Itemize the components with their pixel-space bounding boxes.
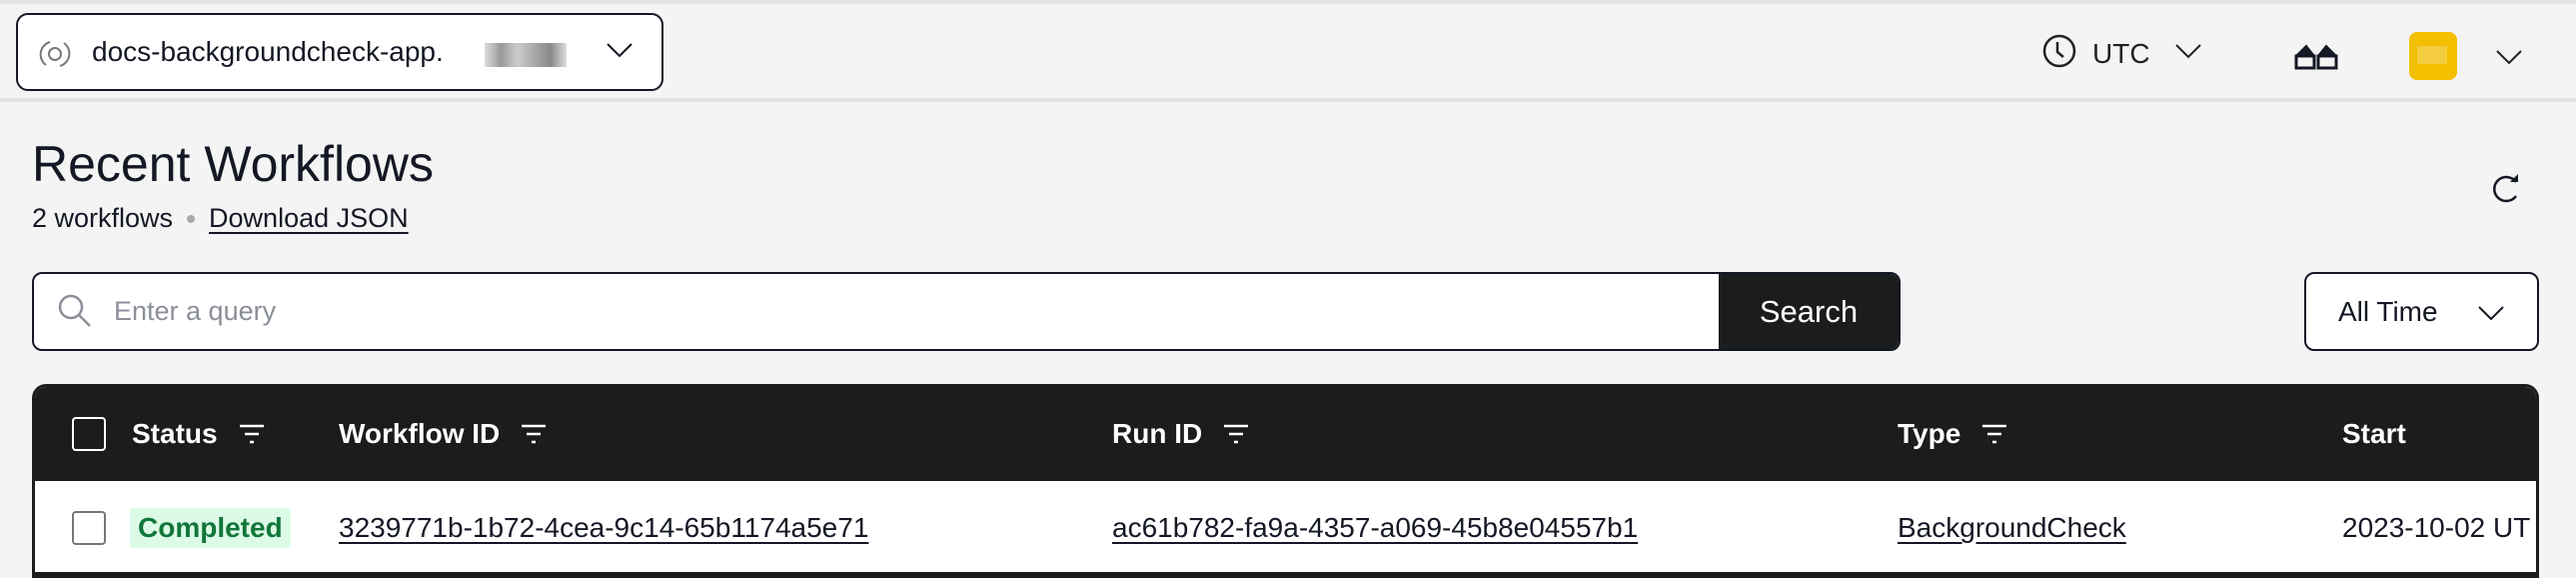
timezone-label: UTC: [2092, 37, 2150, 69]
header-type: Type: [1898, 418, 1961, 449]
search-button[interactable]: Search: [1719, 274, 1899, 349]
chevron-down-icon: [606, 41, 634, 64]
filter-icon[interactable]: [520, 422, 548, 446]
header-run-id: Run ID: [1112, 418, 1203, 449]
chevron-down-icon: [2174, 42, 2202, 65]
filter-icon[interactable]: [1222, 422, 1250, 446]
search-input[interactable]: [114, 274, 1713, 349]
status-badge: Completed: [130, 508, 291, 548]
run-id-link[interactable]: ac61b782-fa9a-4357-a069-45b8e04557b1: [1112, 512, 1639, 543]
download-json-link[interactable]: Download JSON: [209, 203, 409, 233]
table-row[interactable]: Completed 3239771b-1b72-4cea-9c14-65b117…: [35, 481, 2536, 575]
time-range-select[interactable]: All Time: [2304, 272, 2539, 351]
page-title: Recent Workflows: [32, 136, 434, 192]
data-encoder-glasses-icon[interactable]: [2294, 44, 2338, 75]
avatar[interactable]: [2409, 32, 2457, 80]
search-icon: [56, 292, 94, 335]
workflows-table: Status Workflow ID Run ID Type Start Com…: [32, 384, 2539, 578]
namespace-name: docs-backgroundcheck-app.: [92, 36, 444, 67]
filter-icon[interactable]: [238, 422, 266, 446]
filter-icon[interactable]: [1980, 422, 2008, 446]
header-status: Status: [132, 418, 218, 449]
namespace-icon: [36, 35, 74, 78]
chevron-down-icon: [2478, 306, 2504, 321]
time-range-label: All Time: [2338, 295, 2438, 327]
select-all-checkbox[interactable]: [72, 417, 106, 451]
clock-icon: [2042, 34, 2076, 73]
table-header: Status Workflow ID Run ID Type Start: [35, 387, 2536, 481]
header-workflow-id: Workflow ID: [339, 418, 501, 449]
start-time: 2023-10-02 UT: [2342, 512, 2531, 543]
row-checkbox[interactable]: [72, 511, 106, 545]
workflow-id-link[interactable]: 3239771b-1b72-4cea-9c14-65b1174a5e71: [339, 512, 869, 543]
workflow-count: 2 workflows: [32, 203, 174, 233]
search-bar: Search: [32, 272, 1901, 351]
timezone-select[interactable]: UTC: [2042, 34, 2202, 73]
chevron-down-icon[interactable]: [2495, 48, 2523, 71]
redacted-text: [485, 43, 567, 67]
header-start: Start: [2342, 418, 2406, 449]
namespace-select[interactable]: docs-backgroundcheck-app.: [16, 13, 663, 91]
top-bar: docs-backgroundcheck-app. UTC: [0, 4, 2576, 102]
type-link[interactable]: BackgroundCheck: [1898, 512, 2126, 543]
refresh-icon[interactable]: [2488, 170, 2524, 211]
top-divider: [0, 0, 2576, 4]
page-subtitle: 2 workflows Download JSON: [32, 203, 409, 234]
separator-dot: [187, 214, 196, 223]
